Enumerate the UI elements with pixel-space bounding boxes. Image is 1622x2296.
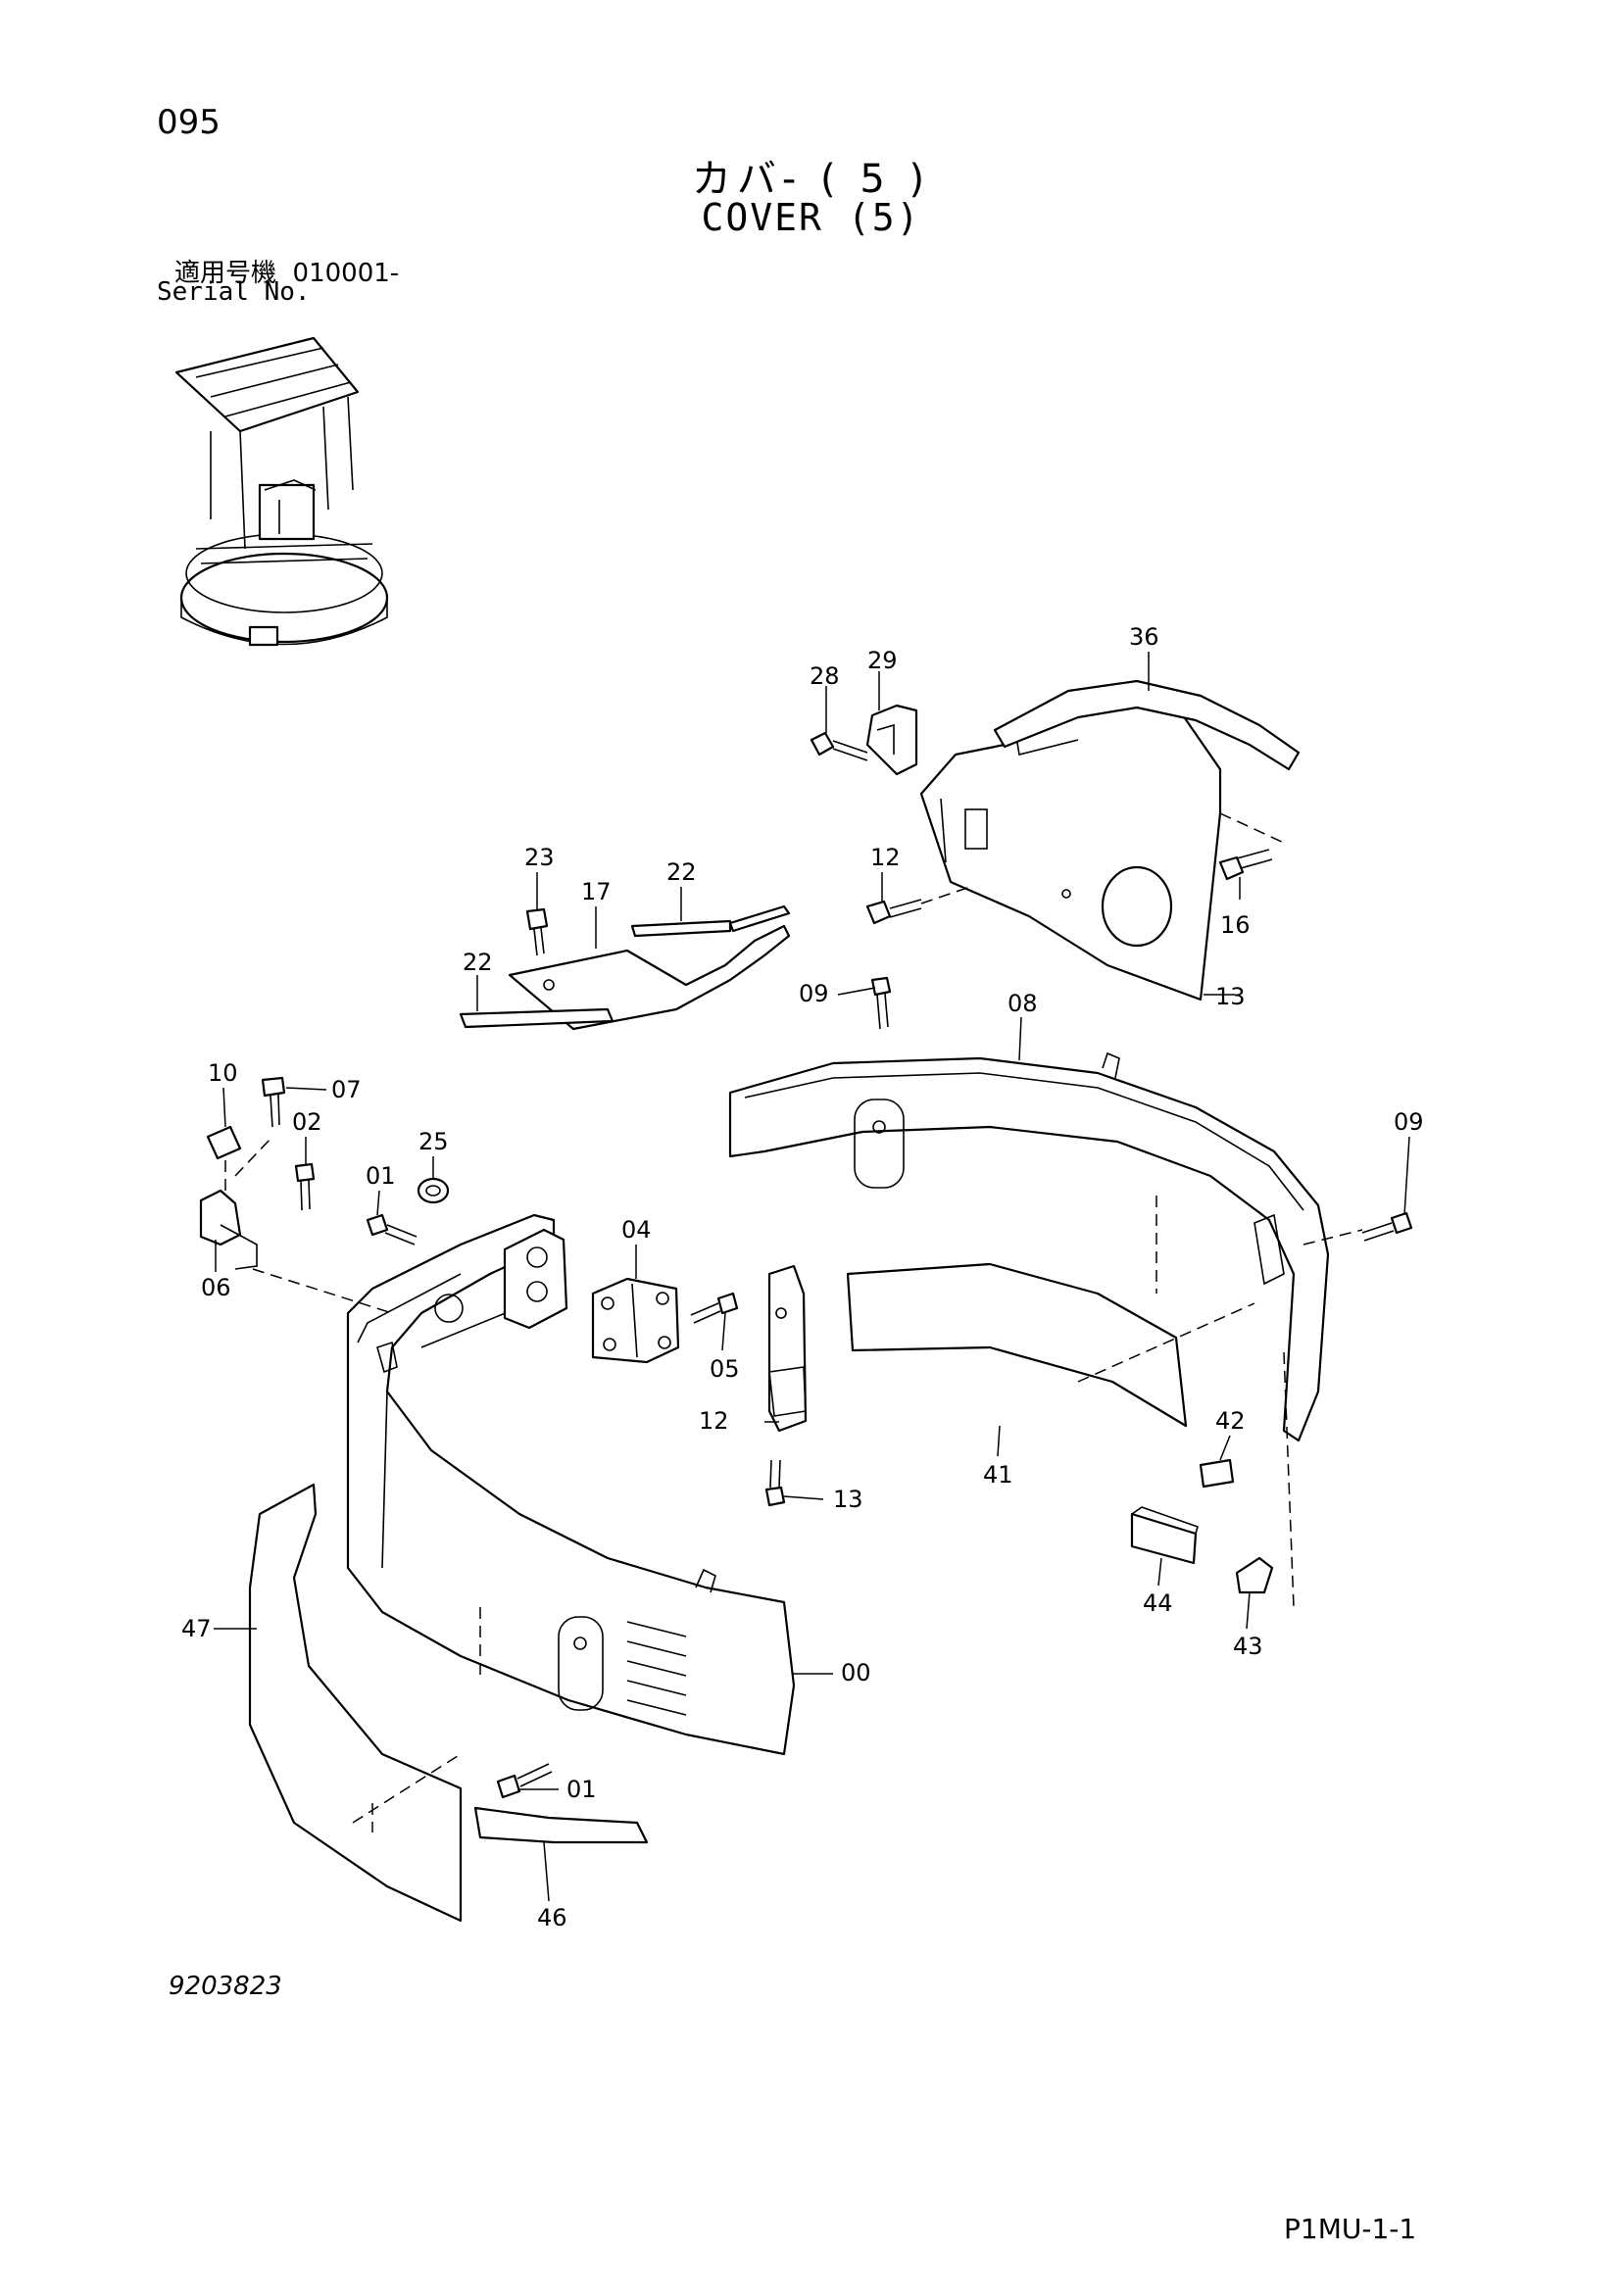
plate-21	[508, 924, 791, 1031]
callout-label: 12	[699, 1407, 729, 1435]
pad-42	[1199, 1458, 1235, 1489]
side-panel-16	[919, 704, 1222, 1001]
callout-label: 28	[810, 662, 840, 690]
bolt-02	[294, 1162, 316, 1211]
callout-label: 01	[566, 1776, 597, 1803]
serial-label-japanese: 適用号機 010001-	[174, 253, 399, 289]
block-44	[1130, 1506, 1199, 1565]
insulation-47	[248, 1483, 463, 1923]
bolt-01-upper	[366, 1213, 418, 1246]
callout-label: 07	[331, 1076, 362, 1103]
bracket-28	[865, 704, 918, 776]
drawing-number: 9203823	[169, 1972, 282, 2001]
bolt-01-lower	[496, 1763, 553, 1799]
callout-label: 29	[867, 647, 898, 674]
page-number: 095	[157, 103, 221, 142]
callout-label: 25	[418, 1128, 449, 1155]
bolt-13	[764, 1459, 786, 1507]
strip-22-upper	[630, 904, 791, 938]
callout-label: 01	[366, 1162, 396, 1190]
callout-label: 16	[1220, 911, 1251, 939]
callout-label: 22	[666, 858, 697, 886]
insulation-46	[473, 1806, 649, 1844]
callout-label: 09	[1394, 1108, 1424, 1136]
callout-label: 04	[621, 1216, 652, 1244]
callout-label: 00	[841, 1659, 871, 1686]
hinge-04	[591, 1277, 680, 1364]
leader-lines	[214, 652, 1410, 1902]
insulation-41	[846, 1262, 1188, 1428]
callout-label: 22	[463, 949, 493, 976]
callout-label: 02	[292, 1108, 322, 1136]
machine-overview-thumbnail	[174, 336, 389, 647]
upper-cover-08	[728, 1051, 1330, 1442]
serial-label-jp-text: 適用号機	[174, 259, 277, 288]
latch-12	[767, 1264, 808, 1433]
rubber-seal-36	[993, 679, 1301, 771]
callout-label: 41	[983, 1461, 1013, 1489]
bolt-17	[1218, 849, 1273, 881]
grommet-25	[417, 1177, 450, 1204]
callout-label: 06	[201, 1274, 231, 1301]
serial-label: Serial No.	[157, 277, 311, 307]
callout-label: 47	[181, 1615, 212, 1642]
front-cover-00	[346, 1213, 796, 1756]
callout-label: 43	[1233, 1633, 1263, 1660]
block-43	[1235, 1556, 1274, 1594]
callout-label: 13	[1215, 983, 1246, 1010]
knob-10	[206, 1125, 242, 1160]
callout-label: 42	[1215, 1407, 1246, 1435]
callout-label: 46	[537, 1904, 567, 1931]
callout-label: 17	[581, 878, 612, 905]
bolt-09-side	[1361, 1211, 1413, 1242]
callout-label: 44	[1143, 1589, 1173, 1617]
bolt-05	[690, 1292, 739, 1324]
callout-label: 09	[799, 980, 829, 1007]
strip-22-lower	[459, 1007, 614, 1029]
callout-label: 05	[710, 1355, 740, 1383]
callout-label: 12	[870, 844, 901, 871]
bolt-18	[865, 899, 922, 925]
bracket-06	[199, 1189, 258, 1270]
bolt-09-upper	[870, 976, 892, 1030]
page-code: P1MU-1-1	[1284, 2213, 1417, 2245]
callout-label: 10	[208, 1059, 238, 1087]
callout-label: 23	[524, 844, 555, 871]
callout-label: 08	[1008, 990, 1038, 1017]
callout-label: 36	[1129, 623, 1159, 651]
bolt-23	[525, 907, 549, 956]
bolt-29	[810, 731, 868, 761]
page-title: COVER (5)	[701, 196, 921, 239]
serial-number-value: 010001-	[292, 259, 400, 288]
callout-labels: 36 29 28 13 16 12 23 17 22 22 09 08 09 1…	[181, 623, 1424, 1931]
bolt-07	[261, 1076, 286, 1128]
hinge-plate	[503, 1228, 568, 1330]
page-title-japanese: カバ- ( 5 )	[691, 157, 931, 202]
callout-label: 13	[833, 1486, 863, 1513]
